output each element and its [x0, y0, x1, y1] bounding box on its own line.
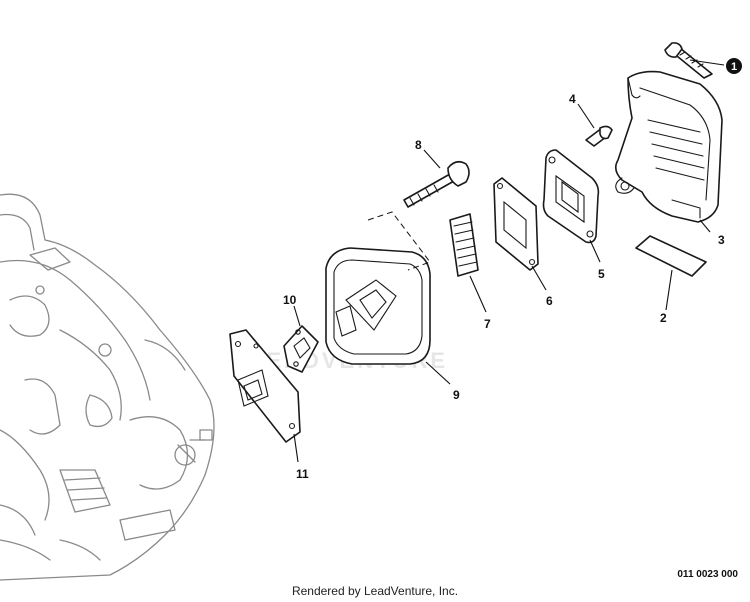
part-2-label [635, 235, 707, 277]
leader-lines [293, 59, 725, 463]
callout-9: 9 [453, 388, 460, 402]
callout-5: 5 [598, 267, 605, 281]
part-3-muffler-cover [614, 70, 723, 223]
callout-7: 7 [484, 317, 491, 331]
part-5-plate [542, 149, 600, 244]
part-6-gasket [493, 177, 539, 271]
part-4-bolt [585, 125, 613, 147]
callout-8: 8 [415, 138, 422, 152]
callout-11: 11 [296, 467, 309, 481]
callout-numbers: 1 2 3 4 5 6 7 8 9 10 11 [283, 58, 742, 481]
chainsaw-body-outline [0, 193, 215, 581]
callout-2: 2 [660, 311, 667, 325]
part-11-large-gasket [229, 329, 301, 443]
callout-1: 1 [731, 61, 737, 73]
callout-4: 4 [569, 92, 576, 106]
callout-6: 6 [546, 294, 553, 308]
drawing-code: 011 0023 000 [677, 569, 738, 580]
part-9-muffler-body [325, 247, 431, 365]
callout-10: 10 [283, 293, 297, 307]
part-8-long-bolt [403, 160, 470, 208]
callout-1-marker [726, 58, 742, 74]
part-1-screw [664, 42, 713, 79]
footer-credit: Rendered by LeadVenture, Inc. [291, 584, 459, 598]
part-10-small-gasket [283, 325, 319, 373]
callout-3: 3 [718, 233, 725, 247]
part-7-screen [449, 213, 479, 277]
